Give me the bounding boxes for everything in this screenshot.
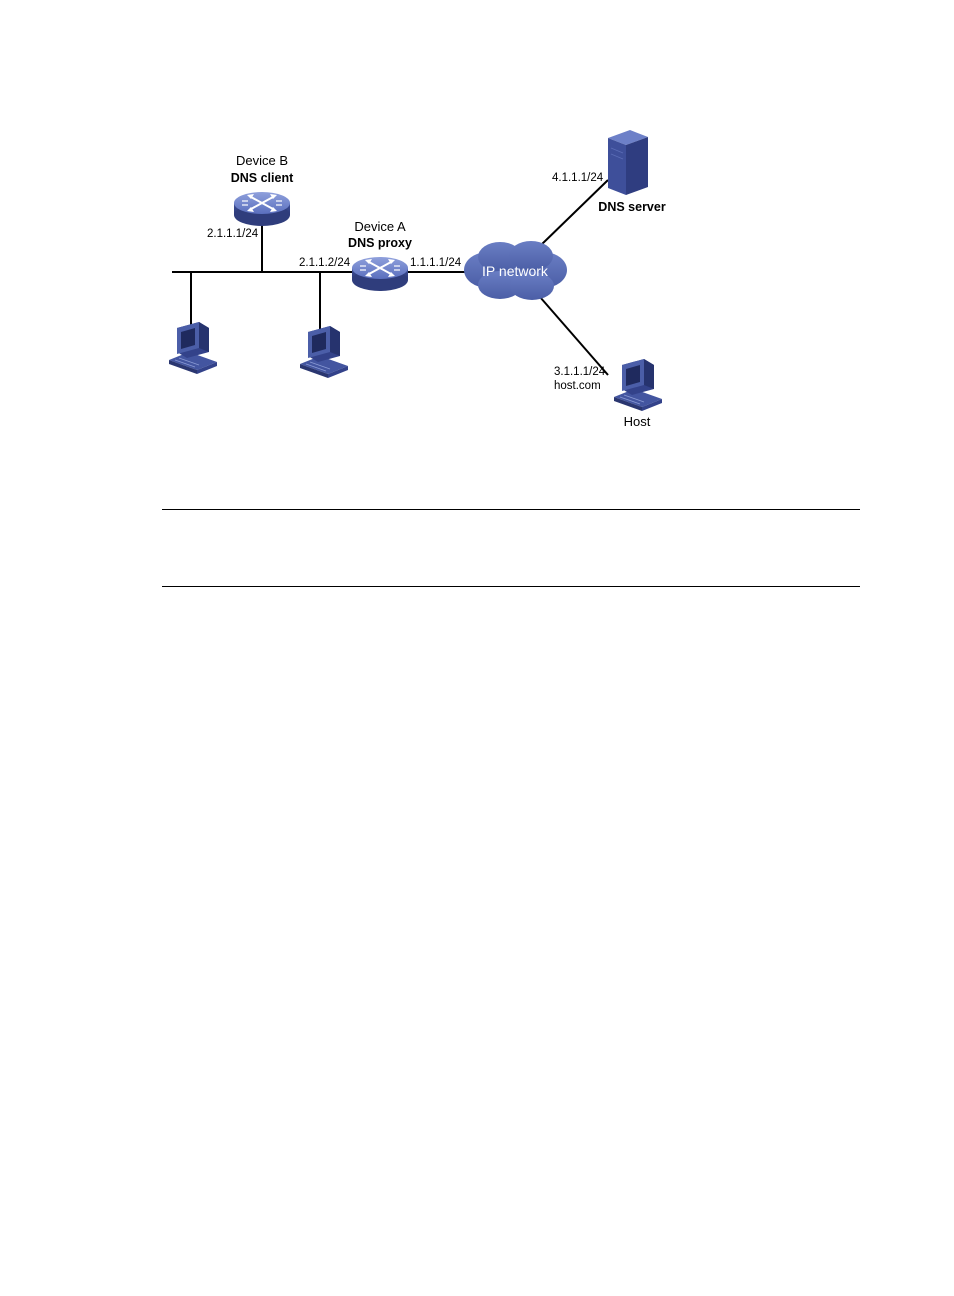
switch-icon (351, 256, 409, 292)
device-a-lan-ip: 2.1.1.2/24 (299, 257, 351, 269)
lan-pc-1 (168, 321, 218, 375)
computer-icon (613, 358, 663, 412)
computer-icon (168, 321, 218, 375)
host-pc (613, 358, 663, 412)
device-b-name: Device B (236, 153, 288, 168)
server-icon (607, 129, 649, 196)
dns-server (607, 129, 649, 196)
switch-icon (233, 191, 291, 227)
device-a-name: Device A (354, 219, 406, 234)
device-b-role: DNS client (231, 171, 294, 185)
device-a-router (351, 256, 409, 292)
dns-server-label: DNS server (598, 200, 666, 214)
connection-lines (172, 179, 609, 376)
cloud-dns-server-link (539, 179, 609, 247)
bottom-rule (162, 586, 860, 587)
device-a-role: DNS proxy (348, 236, 412, 250)
top-rule (162, 509, 860, 510)
device-b-ip: 2.1.1.1/24 (207, 228, 259, 240)
host-label: Host (624, 414, 651, 429)
host-hostname: host.com (554, 380, 601, 392)
computer-icon (299, 325, 349, 379)
device-b-router (233, 191, 291, 227)
ip-network-cloud: IP network (464, 241, 567, 300)
dns-server-ip: 4.1.1.1/24 (552, 172, 604, 184)
lan-pc-2 (299, 325, 349, 379)
device-a-wan-ip: 1.1.1.1/24 (410, 257, 462, 269)
cloud-icon (464, 241, 567, 300)
host-ip: 3.1.1.1/24 (554, 366, 606, 378)
cloud-host-link (539, 296, 609, 376)
cloud-label: IP network (482, 263, 549, 279)
